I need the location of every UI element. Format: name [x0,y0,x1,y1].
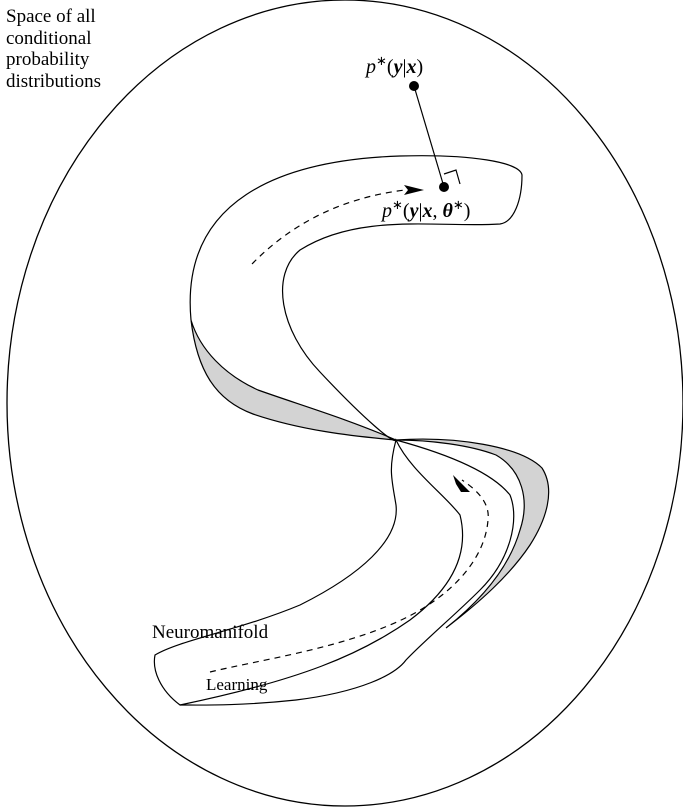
upper-fold-shade [190,319,397,441]
upper-learning-arrow [404,185,424,195]
math-paren: ( [402,200,410,222]
neuromanifold-inner-edge [179,439,515,706]
target-distribution-point [409,81,419,91]
math-x: x [406,56,417,78]
math-bar: | [418,200,423,222]
math-bar: | [402,56,407,78]
projection-line [413,85,445,188]
neuromanifold-label: Neuromanifold [152,622,269,643]
right-angle-marker [443,169,461,185]
math-x: x [422,200,433,222]
math-y: y [409,200,419,222]
target-distribution-label: p∗(y|x) [366,53,424,79]
math-paren: ( [386,56,394,78]
lower-fold-shade [395,438,550,629]
projection-label: p∗(y|x, θ∗) [382,197,471,223]
math-paren: ) [416,56,424,78]
neuromanifold-outer-edge [153,155,523,706]
lower-learning-path [209,479,489,673]
space-label-line: conditional [6,27,92,49]
upper-learning-path [251,189,406,265]
space-label-line: Space of all [6,6,96,27]
math-theta: θ [442,200,453,222]
math-star: ∗ [392,197,403,212]
projection-point [439,182,449,192]
space-label: Space of all conditional probability dis… [6,6,101,92]
lower-learning-arrow [453,475,470,492]
math-star: ∗ [452,197,464,212]
math-p: p [366,56,376,78]
math-comma: , [432,200,443,222]
space-label-line: distributions [6,70,102,92]
distribution-space-ellipse [6,0,683,807]
math-p: p [382,200,392,222]
math-star: ∗ [376,53,387,68]
space-label-line: probability [6,49,90,70]
math-y: y [393,56,403,78]
math-paren: ) [463,200,471,222]
learning-label: Learning [206,675,268,694]
